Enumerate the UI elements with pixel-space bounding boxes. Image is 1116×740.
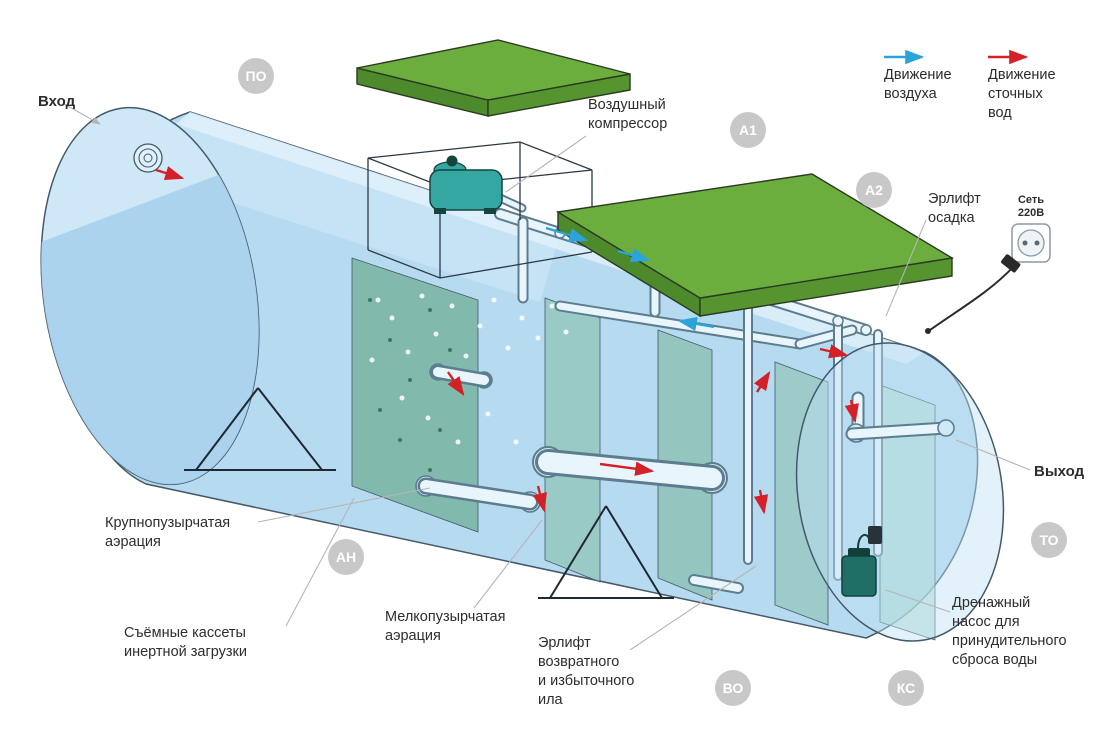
compressor-label: Воздушный компрессор bbox=[588, 97, 668, 133]
inlet-arrow bbox=[63, 103, 101, 125]
sludge-airlift-label: Эрлифт осадка bbox=[928, 191, 981, 227]
drainage-pump bbox=[841, 526, 882, 597]
inlet-flange-icon bbox=[133, 143, 163, 173]
aeration-bubbles bbox=[369, 293, 569, 445]
sewage-flow-arrows bbox=[155, 166, 859, 515]
cassette-block bbox=[351, 257, 479, 533]
inlet-label: Вход bbox=[38, 93, 76, 110]
aerator-tubes bbox=[415, 363, 744, 594]
badge-a1: А1 bbox=[730, 112, 766, 148]
lid-small bbox=[356, 39, 631, 117]
badge-vo: ВО bbox=[715, 670, 751, 706]
badge-ks: КС bbox=[888, 670, 924, 706]
leader-lines bbox=[63, 103, 1031, 651]
badge-po: ПО bbox=[238, 58, 274, 94]
lid-large bbox=[555, 173, 955, 318]
badge-to: ТО bbox=[1031, 522, 1067, 558]
coarse-aeration-label: Крупнопузырчатая аэрация bbox=[105, 515, 231, 551]
power-socket-icon bbox=[1011, 223, 1051, 263]
transfer-pipe bbox=[532, 446, 728, 494]
air-compressor bbox=[429, 155, 503, 214]
cassettes-label: Съёмные кассеты инертной загрузки bbox=[124, 625, 248, 661]
outlet-label: Выход bbox=[1034, 463, 1085, 480]
power-label: Сеть 220В bbox=[1017, 194, 1045, 220]
tank-left-cap bbox=[40, 106, 260, 486]
badge-an: АН bbox=[328, 539, 364, 575]
tank-stands bbox=[184, 387, 674, 599]
return-airlift-label: Эрлифт возвратного и избыточного ила bbox=[538, 635, 635, 709]
air-flow-arrows bbox=[545, 226, 715, 332]
compressor-box bbox=[367, 141, 593, 279]
fine-aeration-label: Мелкопузырчатая аэрация bbox=[385, 609, 506, 645]
power-plug-icon bbox=[925, 254, 1021, 334]
badge-a2: А2 bbox=[856, 172, 892, 208]
legend-sewage-label: Движение сточных вод bbox=[988, 67, 1056, 122]
drain-pump-label: Дренажный насос для принудительного сбро… bbox=[952, 595, 1067, 669]
legend-air-label: Движение воздуха bbox=[884, 67, 952, 103]
